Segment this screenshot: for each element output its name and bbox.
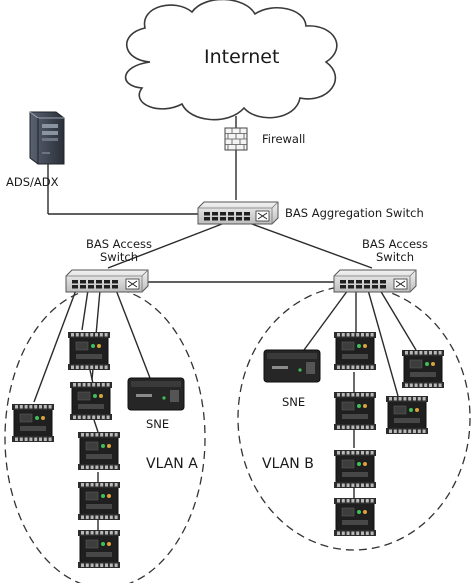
link-aggregation-left-access: [107, 223, 223, 269]
vlan-b-controller-5: [334, 450, 376, 488]
link-aggregation-right-access: [251, 223, 373, 269]
vlan-b-controller-2: [334, 392, 376, 430]
vlan-a-controller-6: [78, 530, 120, 568]
vlan-b-controller-3: [386, 396, 428, 434]
firewall-label: Firewall: [262, 132, 306, 146]
vlan-b-boundary: [237, 285, 471, 551]
vlan-a-controller-4: [78, 432, 120, 470]
vlan-a-controller-3: [12, 404, 54, 442]
cloud-icon: [124, 0, 338, 121]
left-access-switch-icon: [65, 269, 149, 293]
right-access-switch-label-line-2: Switch: [375, 250, 415, 264]
vlan-b-sne-device: [263, 349, 321, 383]
link-left-ctrl-1: [81, 289, 89, 331]
vlan-a-label: VLAN A: [146, 456, 198, 472]
vlan-a-controller-2: [70, 382, 112, 420]
vlan-a-controller-5: [78, 482, 120, 520]
vlan-b-controller-6: [334, 498, 376, 536]
server-tower-icon: [29, 111, 65, 165]
vlan-a-sne-device: [127, 377, 185, 411]
link-left-ctrl-3: [33, 289, 77, 403]
link-right-sne: [303, 289, 349, 351]
internet-label: Internet: [204, 46, 280, 68]
aggregation-switch-icon: [197, 201, 279, 225]
vlan-a-controller-1: [68, 332, 110, 370]
link-right-ctrl-2: [367, 289, 399, 397]
vlan-b-controller-4: [402, 350, 444, 388]
right-access-switch-label: BAS Access Switch: [350, 238, 440, 264]
vlan-b-controller-1: [334, 332, 376, 370]
sne-right-label: SNE: [282, 395, 306, 409]
left-access-switch-label: BAS Access Switch: [74, 238, 164, 264]
link-right-ctrl-3: [379, 289, 417, 351]
left-access-switch-label-line-1: BAS Access: [85, 237, 153, 251]
aggregation-switch-label: BAS Aggregation Switch: [285, 206, 424, 220]
vlan-a-boundary: [4, 287, 206, 588]
vlan-b-label: VLAN B: [262, 456, 314, 472]
ads-adx-label: ADS/ADX: [6, 175, 59, 189]
right-access-switch-label-line-1: BAS Access: [361, 237, 429, 251]
left-access-switch-label-line-2: Switch: [99, 250, 139, 264]
right-access-switch-icon: [333, 269, 417, 293]
link-chain-2: [93, 419, 99, 433]
firewall-brick-icon: [224, 127, 248, 151]
sne-left-label: SNE: [146, 417, 170, 431]
link-left-sne: [115, 289, 151, 379]
